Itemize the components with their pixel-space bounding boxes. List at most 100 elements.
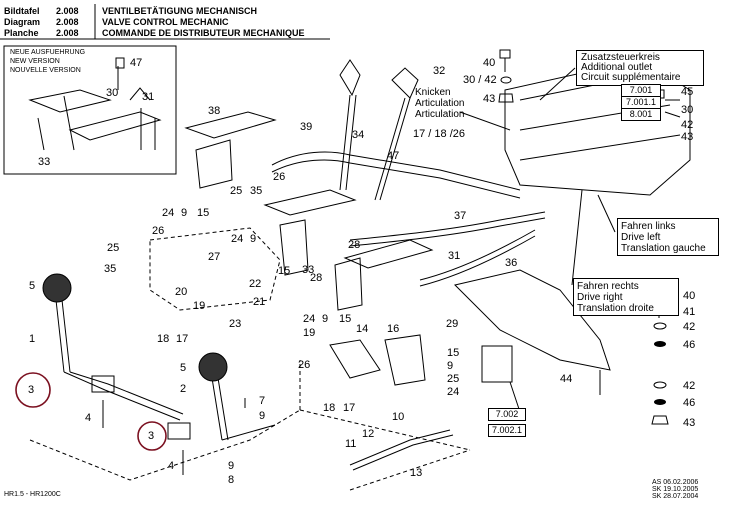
additional-outlet-fr: Circuit supplémentaire <box>581 72 681 83</box>
header-code-3: 2.008 <box>56 28 79 38</box>
part-17: 17 <box>343 402 356 414</box>
drive-left-de: Fahren links <box>621 221 676 232</box>
part-26: 26 <box>273 171 286 183</box>
part-11: 11 <box>345 438 357 450</box>
part-5: 5 <box>180 362 187 374</box>
part-34: 34 <box>352 129 365 141</box>
part-25: 25 <box>107 242 120 254</box>
drive-right-fr: Translation droite <box>577 303 654 314</box>
part-25: 25 <box>230 185 243 197</box>
part-28: 28 <box>310 272 323 284</box>
inset-part-47: 47 <box>130 57 143 69</box>
part-24: 24 <box>162 207 175 219</box>
part-9: 9 <box>250 233 257 245</box>
part-38: 38 <box>208 105 221 117</box>
part-24: 24 <box>303 313 316 325</box>
part-44: 44 <box>560 373 573 385</box>
part-15: 15 <box>447 347 460 359</box>
part-32: 32 <box>433 65 446 77</box>
part-43: 43 <box>683 417 696 429</box>
header-code-1: 2.008 <box>56 6 79 16</box>
part-28: 28 <box>348 239 361 251</box>
part-26: 26 <box>298 359 311 371</box>
part-30: 30 <box>681 104 694 116</box>
part-31: 31 <box>448 250 461 262</box>
part-33: 33 <box>302 264 315 276</box>
part-39: 39 <box>300 121 313 133</box>
part-35: 35 <box>250 185 263 197</box>
part-40: 40 <box>683 290 696 302</box>
part-18: 18 <box>323 402 336 414</box>
footer-model: HR1.5 - HR1200C <box>4 491 61 498</box>
part-21: 21 <box>253 296 266 308</box>
inset-part-33: 33 <box>38 156 51 168</box>
part-45: 45 <box>681 86 694 98</box>
part-42: 42 <box>683 321 696 333</box>
part-12: 12 <box>362 428 375 440</box>
part-46: 46 <box>683 397 696 409</box>
drive-left-fr: Translation gauche <box>621 243 706 254</box>
part-22: 22 <box>249 278 262 290</box>
additional-outlet-en: Additional outlet <box>581 62 653 73</box>
drive-right-en: Drive right <box>577 292 623 303</box>
inset-box <box>3 45 177 175</box>
part-37: 37 <box>454 210 467 222</box>
part-17: 17 <box>176 333 189 345</box>
header-code-2: 2.008 <box>56 17 79 27</box>
inset-part-30: 30 <box>106 87 119 99</box>
part-41: 41 <box>683 306 696 318</box>
part-15: 15 <box>197 207 210 219</box>
additional-outlet-callout: Zusatzsteuerkreis Additional outlet Circ… <box>576 50 704 86</box>
part-25: 25 <box>447 373 460 385</box>
footer-revision-1: AS 06.02.2006 <box>652 479 699 486</box>
footer-revision-3: SK 28.07.2004 <box>652 493 699 500</box>
part-43: 43 <box>483 93 496 105</box>
part-7: 7 <box>259 395 266 407</box>
articulation-de: Knicken <box>415 87 451 98</box>
part-43: 43 <box>681 131 694 143</box>
part-24: 24 <box>231 233 244 245</box>
part-30-42: 30 / 42 <box>463 74 497 86</box>
drive-left-callout: Fahren links Drive left Translation gauc… <box>617 218 719 256</box>
part-26: 26 <box>152 225 165 237</box>
additional-outlet-de: Zusatzsteuerkreis <box>581 52 660 63</box>
header-label-3: Planche <box>4 28 39 38</box>
part-4: 4 <box>168 460 175 472</box>
part-15: 15 <box>278 265 291 277</box>
part-10: 10 <box>392 411 405 423</box>
footer-revision-2: SK 19.10.2005 <box>652 486 699 493</box>
part-2: 2 <box>180 383 187 395</box>
part-5: 5 <box>29 280 36 292</box>
inset-line-1: NEUE AUSFUEHRUNG <box>10 49 86 56</box>
part-9: 9 <box>447 360 454 372</box>
part-16: 16 <box>387 323 400 335</box>
part-3: 3 <box>28 384 35 396</box>
part-47: 47 <box>387 150 400 162</box>
articulation-en: Articulation <box>415 98 465 109</box>
ref-8-001[interactable]: 8.001 <box>621 108 661 121</box>
part-3: 3 <box>148 430 155 442</box>
part-18: 18 <box>157 333 170 345</box>
inset-part-31: 31 <box>142 91 155 103</box>
drive-right-callout: Fahren rechts Drive right Translation dr… <box>573 278 679 316</box>
header-title-1: VENTILBETÄTIGUNG MECHANISCH <box>102 6 257 16</box>
part-46: 46 <box>683 339 696 351</box>
header-title-2: VALVE CONTROL MECHANIC <box>102 17 229 27</box>
part-35: 35 <box>104 263 117 275</box>
part-20: 20 <box>175 286 188 298</box>
part-1: 1 <box>29 333 36 345</box>
ref-7-002[interactable]: 7.002 <box>488 408 526 421</box>
part-4: 4 <box>85 412 92 424</box>
part-42: 42 <box>681 119 694 131</box>
header-label-1: Bildtafel <box>4 6 40 16</box>
part-9: 9 <box>259 410 266 422</box>
part-27: 27 <box>208 251 221 263</box>
part-9: 9 <box>322 313 329 325</box>
part-14: 14 <box>356 323 369 335</box>
part-23: 23 <box>229 318 242 330</box>
part-13: 13 <box>410 467 423 479</box>
ref-7-002-1[interactable]: 7.002.1 <box>488 424 526 437</box>
part-36: 36 <box>505 257 518 269</box>
part-8: 8 <box>228 474 235 486</box>
